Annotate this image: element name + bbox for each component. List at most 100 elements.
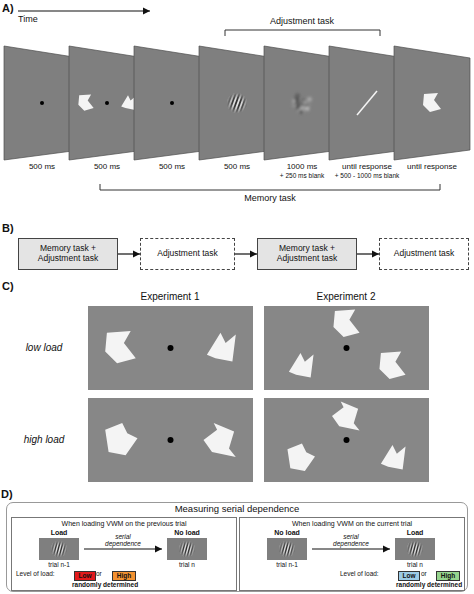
noise-blob <box>292 100 295 103</box>
noise-blob <box>295 93 300 98</box>
trial-stimulus: No loadtrial n-1 <box>262 529 312 569</box>
bracket-label: Memory task <box>244 194 296 204</box>
duration-label: 1000 ms <box>287 163 318 172</box>
noise-blob <box>292 103 296 107</box>
grating-stripe <box>396 538 402 554</box>
condition-panel: When loading VWM on the current trialNo … <box>239 517 465 591</box>
node-text: Measuring serial dependence <box>7 503 467 514</box>
grating-stripes <box>268 538 305 560</box>
stimulus-thumbnail <box>267 538 307 560</box>
grating-fade <box>227 93 247 113</box>
time-arrow <box>18 10 150 11</box>
noise-mask <box>292 93 312 113</box>
gabor-patch <box>213 84 260 121</box>
task-box: Memory task + Adjustment task <box>257 238 357 270</box>
duration-note: + 250 ms blank <box>280 172 324 179</box>
grating-stripe <box>196 543 202 560</box>
level-caption: Level of load: <box>16 570 55 577</box>
screen-surface <box>4 46 80 160</box>
randomization-note: randomly determined <box>72 581 138 588</box>
duration-note: + 500 - 1000 ms blank <box>335 172 400 179</box>
grating-base <box>179 541 195 557</box>
grating-base <box>51 541 67 557</box>
grating-stripe <box>426 544 432 561</box>
trial-label: trial n-1 <box>276 561 298 568</box>
load-level-box: High <box>436 571 460 581</box>
duration-label: 500 ms <box>94 163 120 172</box>
stimulus-thumbnail <box>395 538 435 560</box>
flow-arrow <box>357 253 379 254</box>
grating-stripe <box>273 538 279 556</box>
fixation-dot <box>168 345 174 351</box>
fixation-dot <box>344 345 350 351</box>
response-line <box>357 91 377 115</box>
grating-stripe <box>250 98 260 121</box>
memory-shape <box>207 333 236 362</box>
noise-blob <box>299 100 302 103</box>
duration-label: 500 ms <box>29 163 55 172</box>
grating-stripe <box>298 544 304 561</box>
node-text: Low <box>403 573 416 580</box>
noise-blob <box>306 107 310 111</box>
grating-stripe <box>246 97 256 120</box>
grating-fade <box>51 541 67 557</box>
connector-word: or <box>421 570 427 577</box>
grating-fade <box>407 541 423 557</box>
grating-stripe <box>216 86 226 109</box>
grating-stripes <box>213 84 260 121</box>
memory-shape <box>379 352 405 380</box>
panel-letter: B) <box>2 222 14 234</box>
row-label: low load <box>26 342 63 353</box>
edge-label: serial dependence <box>328 533 374 547</box>
trial-screen <box>394 46 470 160</box>
grating-stripes <box>40 538 77 560</box>
column-heading: Experiment 1 <box>141 291 200 302</box>
screen-surface <box>134 46 210 160</box>
node-text: Adjustment task <box>154 249 220 259</box>
duration-label: 500 ms <box>224 163 250 172</box>
memory-shape <box>333 310 359 338</box>
grating-stripe <box>171 538 177 555</box>
screen-surface <box>329 46 405 160</box>
flow-arrow <box>235 253 257 254</box>
noise-blob <box>292 104 296 108</box>
level-caption: Level of load: <box>340 570 379 577</box>
noise-blob <box>301 98 304 101</box>
grating-stripe <box>271 538 277 555</box>
node-text: Memory task + Adjustment task <box>258 244 356 264</box>
node-text: High <box>117 573 131 580</box>
screen-surface <box>167 538 207 560</box>
panel-frame: Measuring serial dependenceWhen loading … <box>6 502 468 592</box>
memory-bracket <box>100 184 440 190</box>
grating-stripe <box>168 538 174 554</box>
screen-surface <box>199 46 275 160</box>
screen-surface <box>264 306 429 390</box>
grating-base <box>227 93 247 113</box>
grating-stripe <box>401 538 407 556</box>
duration-label: until response <box>342 163 392 172</box>
grating-clip <box>40 538 77 560</box>
load-label: Load <box>407 529 424 537</box>
load-level-box: Low <box>74 571 96 581</box>
trial-stimulus: No loadtrial n <box>162 529 212 569</box>
panel-letter: A) <box>2 2 14 14</box>
connector-word: or <box>96 570 102 577</box>
memory-shape <box>105 423 137 455</box>
load-level-box: Low <box>398 571 420 581</box>
trial-screen <box>134 46 210 160</box>
screen-surface <box>264 398 429 482</box>
grating-stripe <box>43 538 49 555</box>
trial-screen <box>329 46 405 160</box>
screen-surface <box>394 46 470 160</box>
grating-clip <box>168 538 205 560</box>
grating-stripe <box>40 538 46 554</box>
edge-label: serial dependence <box>100 533 146 547</box>
adjustment-bracket <box>225 30 380 36</box>
node-text: Low <box>79 573 92 580</box>
row-label: high load <box>24 434 65 445</box>
trial-label: trial n <box>179 561 195 568</box>
memory-shape <box>121 95 135 109</box>
grating-fade <box>179 541 195 557</box>
condition-panel: When loading VWM on the previous trialLo… <box>11 517 237 591</box>
